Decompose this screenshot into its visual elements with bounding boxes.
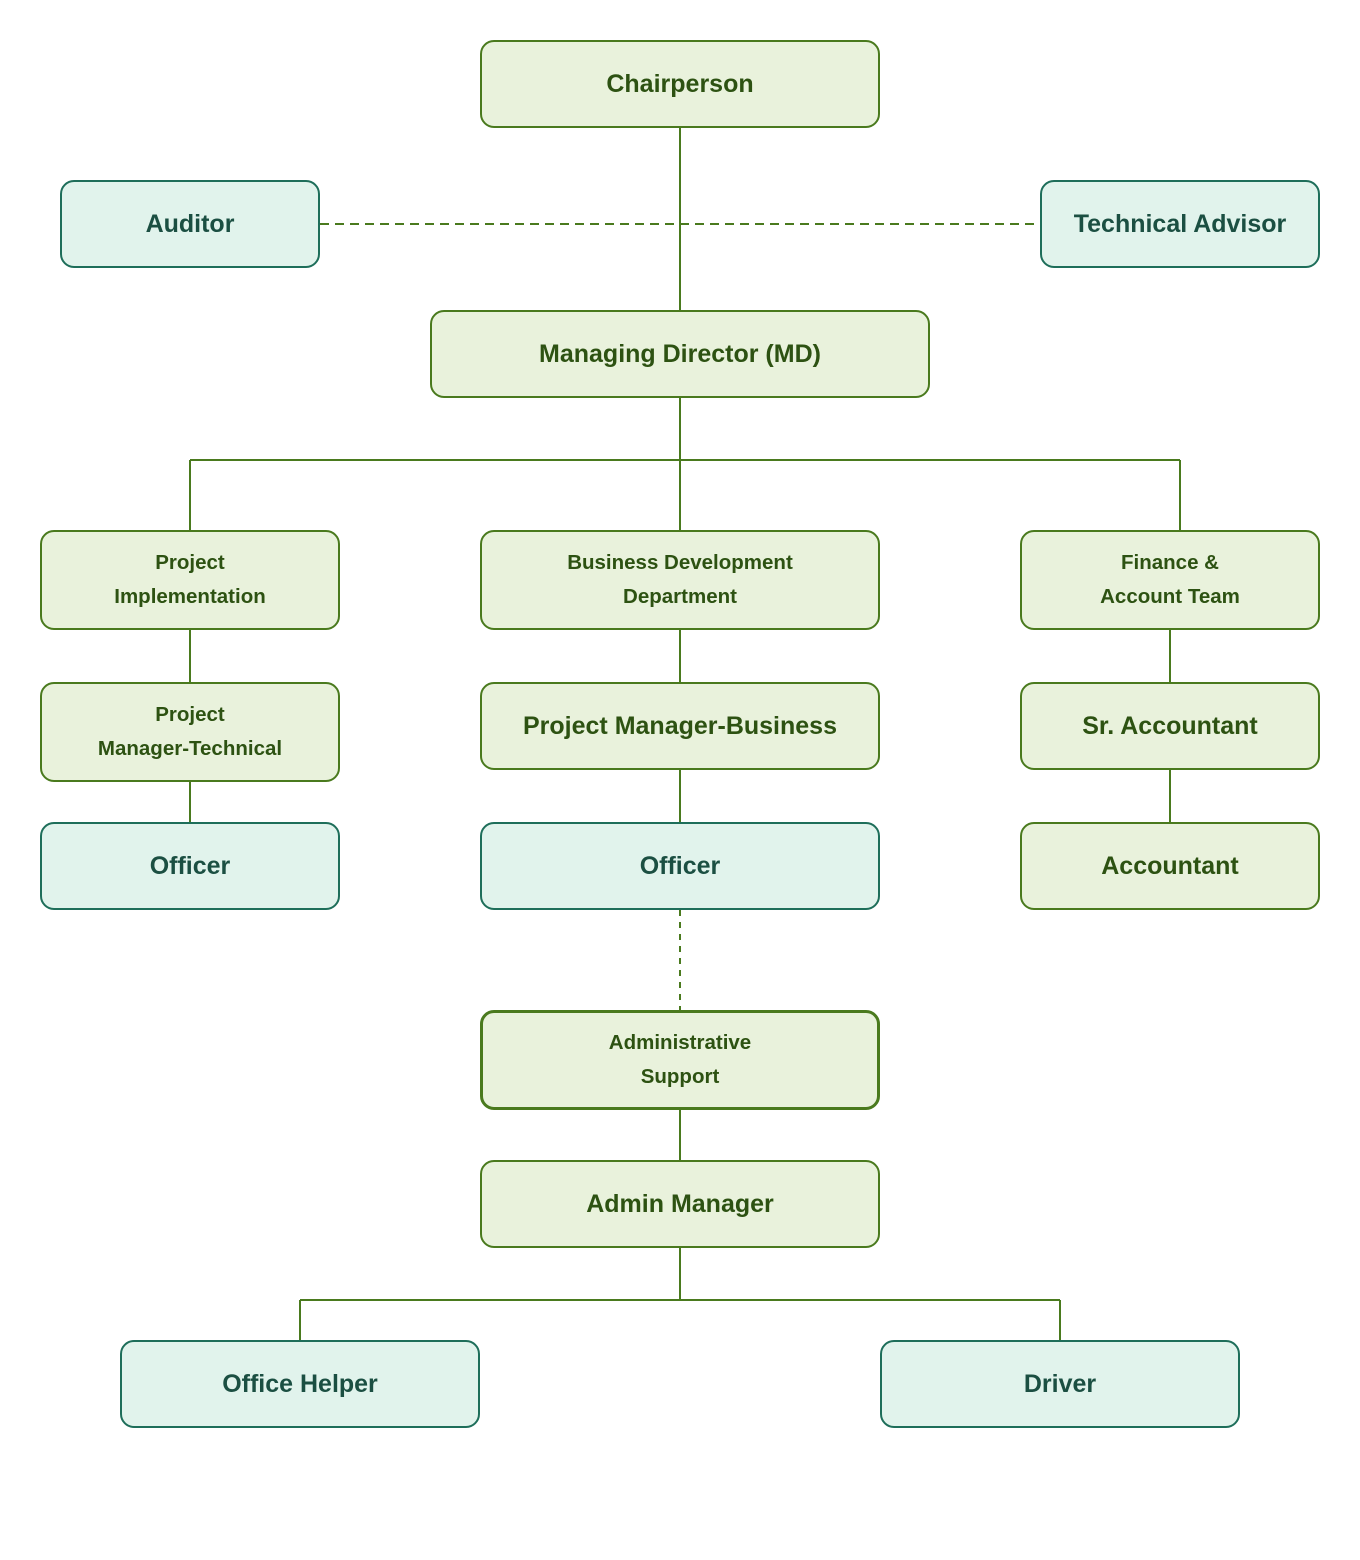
node-managing-director: Managing Director (MD): [430, 310, 930, 398]
node-administrative-support: Administrative Support: [480, 1010, 880, 1110]
label-chairperson: Chairperson: [606, 70, 754, 98]
label-office-helper: Office Helper: [222, 1370, 378, 1398]
label-line: Department: [623, 585, 737, 608]
label-line: Business Development: [567, 551, 793, 574]
label-technical-advisor: Technical Advisor: [1073, 210, 1287, 238]
node-auditor: Auditor: [60, 180, 320, 268]
label-administrative-support: Administrative Support: [609, 1026, 751, 1094]
label-line: Support: [640, 1065, 720, 1088]
label-accountant: Accountant: [1101, 852, 1239, 880]
node-project-manager-technical: Project Manager-Technical: [40, 682, 340, 782]
label-line: Manager-Technical: [97, 737, 283, 760]
label-line: Finance &: [1121, 551, 1219, 574]
node-chairperson: Chairperson: [480, 40, 880, 128]
label-driver: Driver: [1023, 1370, 1097, 1398]
label-line: Account Team: [1100, 585, 1240, 608]
label-auditor: Auditor: [145, 210, 235, 238]
label-sr-accountant: Sr. Accountant: [1082, 712, 1258, 740]
node-project-implementation: Project Implementation: [40, 530, 340, 630]
label-business-development: Business Development Department: [567, 546, 793, 614]
node-officer-technical: Officer: [40, 822, 340, 910]
label-managing-director: Managing Director (MD): [539, 340, 821, 368]
node-project-manager-business: Project Manager-Business: [480, 682, 880, 770]
label-line: Project: [155, 703, 225, 726]
label-admin-manager: Admin Manager: [586, 1190, 774, 1218]
label-finance-account-team: Finance & Account Team: [1100, 546, 1240, 614]
label-officer-technical: Officer: [149, 852, 231, 880]
node-admin-manager: Admin Manager: [480, 1160, 880, 1248]
label-project-manager-technical: Project Manager-Technical: [98, 698, 282, 766]
node-office-helper: Office Helper: [120, 1340, 480, 1428]
label-line: Project: [155, 551, 225, 574]
label-project-implementation: Project Implementation: [114, 546, 266, 614]
node-business-development: Business Development Department: [480, 530, 880, 630]
label-line: Administrative: [608, 1031, 752, 1054]
node-driver: Driver: [880, 1340, 1240, 1428]
node-sr-accountant: Sr. Accountant: [1020, 682, 1320, 770]
node-accountant: Accountant: [1020, 822, 1320, 910]
label-line: Implementation: [114, 585, 266, 608]
label-officer-business: Officer: [639, 852, 721, 880]
node-finance-account-team: Finance & Account Team: [1020, 530, 1320, 630]
node-officer-business: Officer: [480, 822, 880, 910]
node-technical-advisor: Technical Advisor: [1040, 180, 1320, 268]
label-project-manager-business: Project Manager-Business: [523, 712, 837, 740]
